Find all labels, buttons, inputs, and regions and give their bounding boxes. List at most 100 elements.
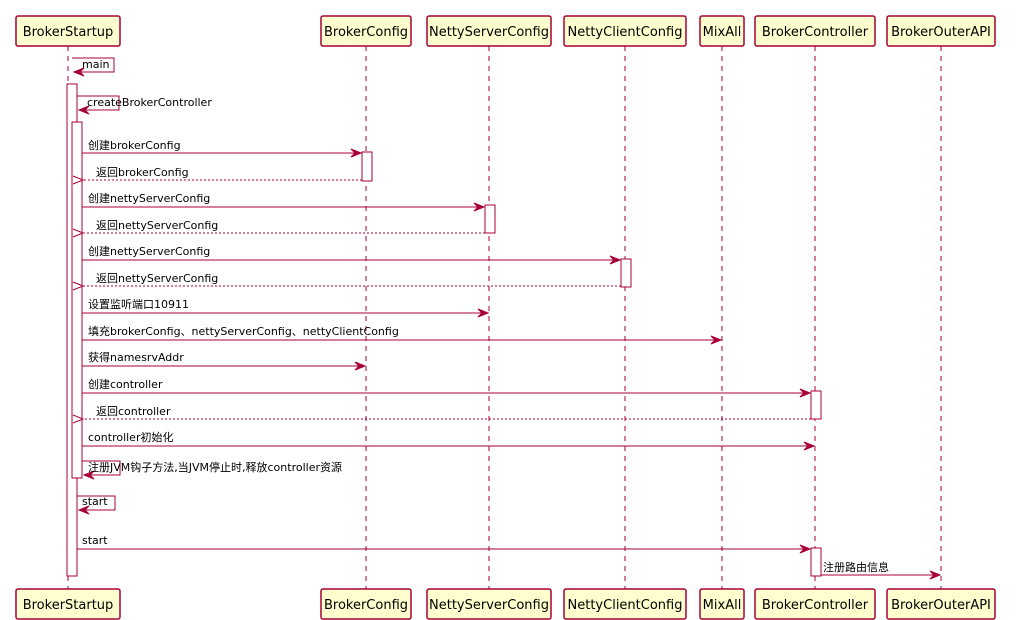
participant-label: BrokerConfig	[324, 25, 408, 40]
message-15: start	[77, 495, 116, 515]
message-6: 创建nettyServerConfig	[82, 244, 622, 265]
participant-label: BrokerController	[762, 25, 869, 40]
message-arrow-line	[77, 95, 120, 111]
message-11: 创建controller	[82, 377, 812, 398]
participant-heads-bottom: BrokerStartup BrokerConfig NettyServerConf…	[15, 588, 996, 620]
participant-box	[15, 588, 121, 620]
participant-label: BrokerStartup	[23, 25, 114, 40]
arrowhead-icon	[72, 175, 85, 185]
message-label: 创建controller	[88, 377, 163, 391]
activation-broker-controller	[810, 547, 822, 577]
message-13: controller初始化	[82, 430, 816, 451]
participant-broker-controller-bottom: BrokerController	[754, 588, 876, 620]
arrowhead-icon	[710, 335, 723, 345]
message-label: createBrokerController	[87, 96, 212, 109]
arrowhead-icon	[473, 202, 486, 212]
participant-label: BrokerOuterAPI	[891, 25, 991, 40]
participant-label: MixAll	[703, 598, 742, 613]
message-2: 创建brokerConfig	[82, 138, 363, 158]
participant-label: BrokerController	[762, 598, 869, 613]
participant-box	[754, 15, 876, 47]
arrowhead-icon	[72, 281, 85, 291]
message-label: 返回nettyServerConfig	[96, 219, 218, 232]
participant-box	[426, 588, 552, 620]
participant-broker-config-bottom: BrokerConfig	[320, 588, 412, 620]
participant-box	[426, 15, 552, 47]
message-label: 获得namesrvAddr	[88, 351, 184, 364]
message-16: start	[77, 534, 812, 554]
arrowhead-icon	[609, 255, 622, 265]
participant-label: BrokerStartup	[23, 598, 114, 613]
participant-mix-all-bottom: MixAll	[699, 588, 745, 620]
message-label: start	[82, 495, 108, 508]
participant-box	[563, 15, 687, 47]
participant-box	[699, 588, 745, 620]
message-1: createBrokerController	[77, 95, 212, 115]
arrowhead-icon	[803, 441, 816, 451]
message-label: 创建nettyServerConfig	[88, 244, 210, 258]
arrowhead-icon	[72, 67, 85, 77]
message-label: 创建nettyServerConfig	[88, 191, 210, 205]
participant-netty-client-config-bottom: NettyClientConfig	[563, 588, 687, 620]
message-label: 返回brokerConfig	[96, 166, 189, 179]
activation-netty-server-config	[484, 204, 496, 234]
participant-netty-server-config-top: NettyServerConfig	[426, 15, 552, 47]
arrowhead-icon	[799, 544, 812, 554]
message-8: 设置监听端口10911	[82, 298, 490, 318]
arrowhead-icon	[354, 361, 367, 371]
participant-broker-controller-top: BrokerController	[754, 15, 876, 47]
participant-broker-outer-api-top: BrokerOuterAPI	[886, 15, 996, 47]
arrowhead-icon	[799, 388, 812, 398]
message-9: 填充brokerConfig、nettyServerConfig、nettyCl…	[82, 324, 723, 345]
arrowhead-icon	[77, 505, 90, 515]
activation-broker-config	[361, 151, 373, 182]
arrowhead-icon	[477, 308, 490, 318]
message-10: 获得namesrvAddr	[82, 351, 367, 371]
message-label: controller初始化	[88, 430, 173, 444]
participant-broker-startup-bottom: BrokerStartup	[15, 588, 121, 620]
messages: main createBrokerController 创建brokerConfig…	[72, 57, 942, 580]
participant-box	[886, 15, 996, 47]
participant-box	[563, 588, 687, 620]
message-label: 填充brokerConfig、nettyServerConfig、nettyCl…	[88, 324, 399, 338]
lifelines	[67, 46, 942, 589]
participant-box	[320, 588, 412, 620]
participant-box	[886, 588, 996, 620]
participant-broker-startup-top: BrokerStartup	[15, 15, 121, 47]
participant-box	[320, 15, 412, 47]
message-arrow-line	[77, 495, 116, 511]
message-3: 返回brokerConfig	[72, 166, 362, 185]
message-label: 返回nettyServerConfig	[96, 272, 218, 285]
message-12: 返回controller	[72, 405, 811, 424]
participant-box	[754, 588, 876, 620]
message-label: 创建brokerConfig	[88, 138, 181, 152]
arrowhead-icon	[77, 105, 90, 115]
arrowhead-icon	[72, 414, 85, 424]
participant-label: MixAll	[703, 25, 742, 40]
arrowhead-icon	[82, 470, 95, 480]
message-4: 创建nettyServerConfig	[82, 191, 486, 212]
activation-netty-client-config	[620, 258, 632, 288]
participant-label: NettyClientConfig	[568, 598, 683, 613]
participant-mix-all-top: MixAll	[699, 15, 745, 47]
activation-broker-startup	[71, 121, 83, 479]
participant-netty-client-config-top: NettyClientConfig	[563, 15, 687, 47]
message-arrow-line	[82, 460, 121, 476]
message-7: 返回nettyServerConfig	[72, 272, 621, 291]
message-0: main	[72, 57, 115, 77]
participant-label: NettyClientConfig	[568, 25, 683, 40]
participant-netty-server-config-bottom: NettyServerConfig	[426, 588, 552, 620]
message-label: 注册路由信息	[823, 560, 889, 574]
arrowhead-icon	[72, 228, 85, 238]
activation-bars	[66, 83, 822, 577]
arrowhead-icon	[350, 148, 363, 158]
participant-label: NettyServerConfig	[429, 598, 549, 613]
message-5: 返回nettyServerConfig	[72, 219, 485, 238]
message-label: 注册JVM钩子方法,当JVM停止时,释放controller资源	[88, 460, 342, 474]
participant-label: NettyServerConfig	[429, 25, 549, 40]
participant-broker-config-top: BrokerConfig	[320, 15, 412, 47]
participant-broker-outer-api-bottom: BrokerOuterAPI	[886, 588, 996, 620]
participant-label: BrokerConfig	[324, 598, 408, 613]
message-17: 注册路由信息	[821, 560, 942, 580]
